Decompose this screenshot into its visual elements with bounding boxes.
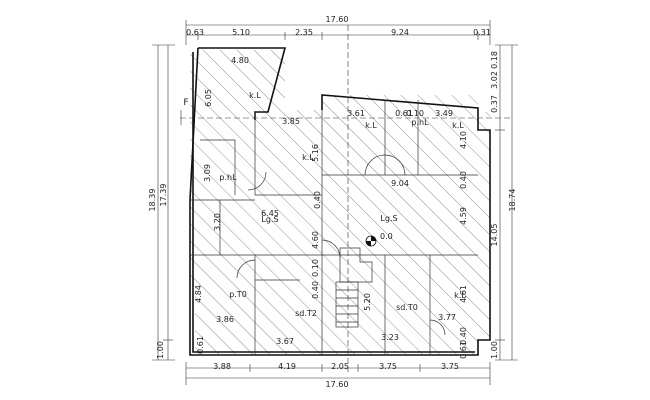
top-dimension-chain: 17.60 0.63 5.10 2.35 9.24 0.31	[185, 15, 491, 45]
right-inner-dim: 14.05	[490, 224, 499, 247]
dim-040-c: 0.40	[311, 281, 320, 299]
room-labels: k.L k.L k.L k.L k.L p.hL p.hL Lg.S Lg.S …	[219, 91, 466, 318]
dim-061-c: 0.61	[459, 341, 468, 359]
right-dimension-chain: 0.18 3.02 0.37 14.05 18.74 1.00	[490, 44, 518, 361]
dim-377: 3.77	[438, 313, 456, 322]
dim-386: 3.86	[216, 315, 234, 324]
room-label-kl-top-left: k.L	[249, 91, 261, 100]
room-label-phl-right: p.hL	[411, 118, 429, 127]
dim-040-b: 0.40	[459, 171, 468, 189]
room-label-lgs-center: Lg.S	[380, 214, 397, 223]
top-dim-2: 5.10	[232, 28, 250, 37]
dim-480: 4.80	[231, 56, 249, 65]
dim-040-a: 0.40	[313, 191, 322, 209]
dim-010-b: 0.10	[311, 259, 320, 277]
room-label-sdt2: sd.T2	[295, 309, 317, 318]
right-bottom-dim: 1.00	[490, 341, 499, 359]
dim-410: 4.10	[459, 131, 468, 149]
bottom-dim-5: 3.75	[441, 362, 459, 371]
top-dim-5: 0.31	[473, 28, 491, 37]
bottom-total-dim: 17.60	[326, 380, 349, 389]
bottom-dim-2: 4.19	[278, 362, 296, 371]
left-bottom-dim: 1.00	[156, 341, 165, 359]
dim-361: 3.61	[347, 109, 365, 118]
room-label-kl-mid: k.L	[302, 153, 314, 162]
room-label-kl-top-center: k.L	[365, 121, 377, 130]
right-top-dim-2: 3.02	[490, 71, 499, 89]
hatched-floor-area	[190, 50, 490, 355]
dim-645: 6.45	[261, 209, 279, 218]
bottom-dimension-chain: 3.88 4.19 2.05 3.75 3.75 17.60	[185, 362, 491, 389]
left-dimension-chain: 18.39 17.39 1.00	[148, 44, 175, 361]
dim-323: 3.23	[381, 333, 399, 342]
room-label-pto: p.T0	[229, 290, 247, 299]
dim-367: 3.67	[276, 337, 294, 346]
dim-061-b: 0.61	[196, 336, 205, 354]
level-marker: 0.0	[365, 232, 393, 247]
bottom-dim-4: 3.75	[379, 362, 397, 371]
room-label-sdto: sd.T0	[396, 303, 418, 312]
dim-040-d: 0.40	[459, 327, 468, 345]
right-outer-dim: 18.74	[508, 189, 517, 212]
bottom-dim-1: 3.88	[213, 362, 231, 371]
dim-309: 3.09	[203, 164, 212, 182]
top-dim-1: 0.63	[186, 28, 204, 37]
top-dim-3: 2.35	[295, 28, 313, 37]
level-value: 0.0	[380, 232, 393, 241]
dim-459: 4.59	[459, 207, 468, 225]
dim-461: 4.61	[459, 285, 468, 303]
top-total-dim: 17.60	[326, 15, 349, 24]
section-marker: F	[180, 98, 189, 125]
dim-520: 5.20	[363, 293, 372, 311]
room-dimensions: 4.80 6.05 3.85 5.16 3.61 0.61 0.10 3.49 …	[194, 56, 468, 359]
dim-385: 3.85	[282, 117, 300, 126]
left-outer-dim: 18.39	[148, 189, 157, 212]
dim-484: 4.84	[194, 285, 203, 303]
room-label-lgs-left: Lg.S	[261, 215, 278, 224]
room-label-kl-bottom-right: k.L	[454, 291, 466, 300]
dim-010: 0.10	[406, 109, 424, 118]
bottom-dim-3: 2.05	[331, 362, 349, 371]
axis-lines	[180, 25, 510, 372]
section-marker-label: F	[183, 98, 188, 108]
dim-516: 5.16	[311, 144, 320, 162]
dim-904: 9.04	[391, 179, 409, 188]
room-label-kl-top-right: k.L	[452, 121, 464, 130]
room-label-phl-left: p.hL	[219, 173, 237, 182]
dim-061: 0.61	[395, 109, 413, 118]
dim-349: 3.49	[435, 109, 453, 118]
dim-320: 3.20	[213, 213, 222, 231]
left-inner-dim: 17.39	[159, 184, 168, 207]
dim-605: 6.05	[204, 89, 213, 107]
right-top-dim-1: 0.37	[490, 95, 499, 113]
dim-460: 4.60	[311, 231, 320, 249]
top-dim-4: 9.24	[391, 28, 409, 37]
right-top-dim-3: 0.18	[490, 51, 499, 69]
